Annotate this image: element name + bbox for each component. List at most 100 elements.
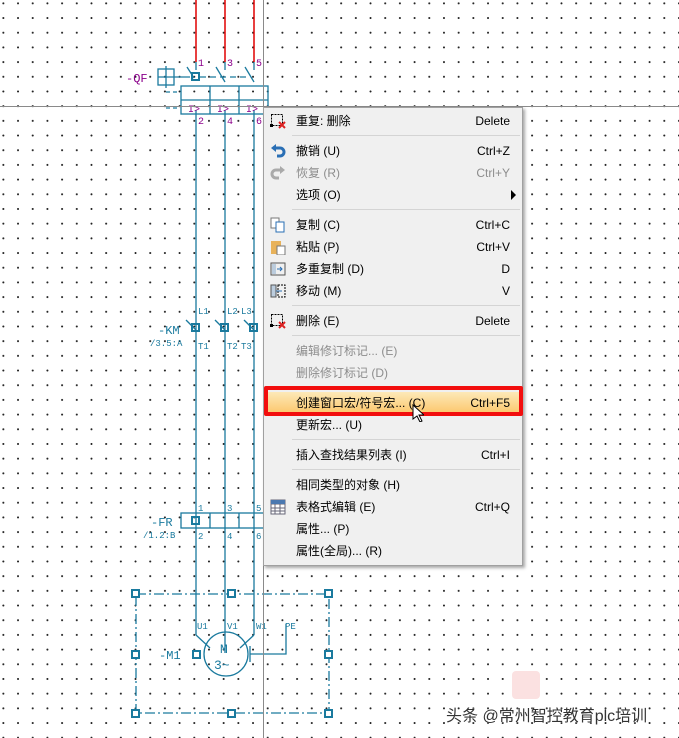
- menu-separator: [292, 469, 520, 470]
- search-icon: [512, 671, 540, 699]
- menu-item-shortcut: Ctrl+C: [475, 218, 510, 232]
- undo-icon: [270, 143, 286, 159]
- motor-term: V1: [227, 622, 238, 632]
- menu-item[interactable]: 重复: 删除 Delete: [264, 110, 522, 132]
- fr-term: 3: [227, 504, 232, 514]
- motor-phase: 3~: [214, 658, 230, 673]
- menu-item[interactable]: 粘贴 (P) Ctrl+V: [264, 236, 522, 258]
- menu-item-label: 更新宏... (U): [296, 418, 362, 432]
- menu-item[interactable]: 多重复制 (D) D: [264, 258, 522, 280]
- qf-trip-label: I>: [246, 105, 258, 116]
- menu-item-shortcut: Ctrl+Z: [477, 144, 510, 158]
- km-term: L2: [227, 307, 238, 317]
- menu-item-label: 恢复 (R): [296, 166, 340, 180]
- menu-item-label: 相同类型的对象 (H): [296, 478, 400, 492]
- menu-item[interactable]: 恢复 (R) Ctrl+Y: [264, 162, 522, 184]
- km-ref: /3.5:A: [150, 339, 183, 349]
- km-tag: -KM: [158, 324, 180, 338]
- motor-term: PE: [285, 622, 296, 632]
- menu-item-label: 复制 (C): [296, 218, 340, 232]
- menu-item-label: 属性(全局)... (R): [296, 544, 382, 558]
- menu-separator: [292, 335, 520, 336]
- copy-icon: [270, 217, 286, 233]
- menu-item[interactable]: 撤销 (U) Ctrl+Z: [264, 140, 522, 162]
- fr-term: 2: [198, 532, 203, 542]
- motor-term: W1: [256, 622, 267, 632]
- menu-item-label: 重复: 删除: [296, 114, 351, 128]
- watermark: 头条 @常州智控教育plc培训: [446, 708, 648, 725]
- menu-item-shortcut: Ctrl+I: [480, 448, 510, 462]
- redo-icon: [270, 165, 286, 181]
- menu-item-shortcut: Ctrl+Y: [476, 166, 510, 180]
- menu-item-label: 表格式编辑 (E): [296, 500, 376, 514]
- menu-item-shortcut: Delete: [475, 314, 510, 328]
- highlight-annotation: [264, 386, 523, 416]
- km-term: T2: [227, 342, 238, 352]
- km-term: T3: [241, 342, 252, 352]
- menu-separator: [292, 135, 520, 136]
- menu-separator: [292, 439, 520, 440]
- qf-term: 1: [198, 59, 204, 70]
- menu-item[interactable]: 属性(全局)... (R): [264, 540, 522, 562]
- menu-item[interactable]: 删除 (E) Delete: [264, 310, 522, 332]
- menu-item-label: 多重复制 (D): [296, 262, 364, 276]
- menu-item-label: 属性... (P): [296, 522, 350, 536]
- menu-item-label: 删除修订标记 (D): [296, 366, 388, 380]
- crosshair-horizontal: [0, 106, 679, 107]
- km-term: L3: [241, 307, 252, 317]
- qf-term: 2: [198, 117, 204, 128]
- fr-term: 4: [227, 532, 232, 542]
- menu-item-label: 粘贴 (P): [296, 240, 340, 254]
- menu-item[interactable]: 更新宏... (U): [264, 414, 522, 436]
- delete-icon: [270, 313, 286, 329]
- mouse-cursor-icon: [412, 403, 426, 425]
- menu-item[interactable]: 编辑修订标记... (E): [264, 340, 522, 362]
- submenu-arrow-icon: [511, 190, 516, 200]
- qf-trip-label: I>: [188, 105, 200, 116]
- menu-item-shortcut: Ctrl+V: [476, 240, 510, 254]
- qf-trip-label: I>: [217, 105, 229, 116]
- qf-term: 6: [256, 117, 262, 128]
- menu-item-label: 编辑修订标记... (E): [296, 344, 398, 358]
- fr-ref: /1.2:B: [143, 531, 176, 541]
- fr-term: 5: [256, 504, 261, 514]
- menu-item[interactable]: 属性... (P): [264, 518, 522, 540]
- delete-icon: [270, 113, 286, 129]
- fr-term: 6: [256, 532, 261, 542]
- menu-separator: [292, 209, 520, 210]
- fr-term: 1: [198, 504, 203, 514]
- menu-item[interactable]: 移动 (M)V: [264, 280, 522, 302]
- supply-wires: [195, 0, 255, 62]
- move-icon: [270, 283, 286, 299]
- menu-item-label: 撤销 (U): [296, 144, 340, 158]
- menu-item-label: 选项 (O): [296, 188, 341, 202]
- menu-item-shortcut: Ctrl+Q: [474, 500, 510, 514]
- menu-item-label: 移动 (M): [296, 284, 342, 298]
- motor-letter: M: [220, 642, 228, 657]
- qf-term: 3: [227, 59, 233, 70]
- menu-item[interactable]: 删除修订标记 (D): [264, 362, 522, 384]
- menu-item-shortcut: D: [501, 262, 510, 276]
- menu-item-shortcut: Delete: [475, 114, 510, 128]
- menu-item[interactable]: 复制 (C) Ctrl+C: [264, 214, 522, 236]
- menu-item[interactable]: 选项 (O): [264, 184, 522, 206]
- menu-item-shortcut: Ctrl+F5: [470, 396, 510, 410]
- menu-item-label: 删除 (E): [296, 314, 340, 328]
- menu-item[interactable]: 插入查找结果列表 (I) Ctrl+I: [264, 444, 522, 466]
- km-term: T1: [198, 342, 209, 352]
- menu-item[interactable]: 相同类型的对象 (H): [264, 474, 522, 496]
- fr-tag: -FR: [151, 516, 173, 530]
- paste-icon: [270, 239, 286, 256]
- motor-tag: -M1: [159, 649, 181, 663]
- table-icon: [270, 499, 286, 515]
- multi-copy-icon: [270, 261, 286, 277]
- menu-item[interactable]: 创建窗口宏/符号宏... (C)Ctrl+F5: [264, 392, 522, 414]
- menu-item[interactable]: 表格式编辑 (E) Ctrl+Q: [264, 496, 522, 518]
- menu-item-label: 插入查找结果列表 (I): [296, 448, 407, 462]
- qf-tag: -QF: [126, 72, 148, 86]
- qf-term: 4: [227, 117, 233, 128]
- context-menu: 重复: 删除 Delete 撤销 (U) Ctrl+Z 恢复 (R) Ctrl+Y 选项 (…: [263, 107, 523, 566]
- km-term: L1: [198, 307, 209, 317]
- selection-handles[interactable]: [131, 589, 333, 718]
